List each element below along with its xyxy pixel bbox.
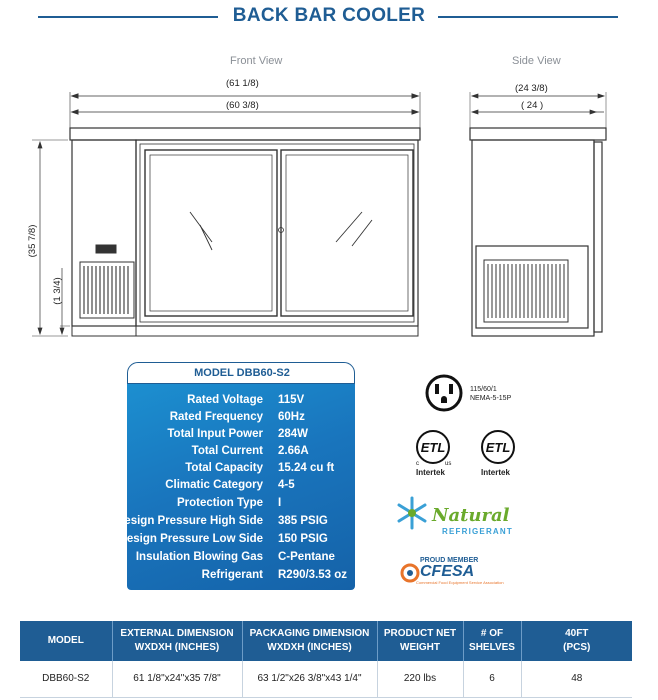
table-row: DBB60-S2 61 1/8"x24"x35 7/8" 63 1/2"x26 … <box>20 661 632 698</box>
spec-row-protection: Protection Type I <box>127 497 355 514</box>
col-header-text: PRODUCT NET <box>383 628 457 639</box>
dim-height: (35 7/8) <box>27 224 38 258</box>
spec-row-input-power: Total Input Power 284W <box>127 428 355 445</box>
spec-label: Total Current <box>191 445 263 457</box>
cell-40ft: 48 <box>521 661 632 698</box>
cell-shelves: 6 <box>463 661 522 698</box>
spec-row-voltage: Rated Voltage 115V <box>127 394 355 411</box>
spec-label: Total Capacity <box>185 462 263 474</box>
spec-row-pressure-low: Design Pressure Low Side 150 PSIG <box>119 533 355 550</box>
cell-model: DBB60-S2 <box>20 661 113 698</box>
col-header-subtext: (PCS) <box>563 642 591 653</box>
spec-row-capacity: Total Capacity 15.24 cu ft <box>127 462 355 479</box>
spec-value: 115V <box>278 394 305 406</box>
dim-base-height: (1 3/4) <box>52 277 63 305</box>
spec-row-current: Total Current 2.66A <box>127 445 355 462</box>
technical-drawings: Front View Side View <box>0 40 658 350</box>
snowflake-icon <box>397 496 427 530</box>
spec-label: Insulation Blowing Gas <box>135 551 263 563</box>
cfesa-proud-member: PROUD MEMBER <box>420 557 479 564</box>
plug-rating: 115/60/1 <box>470 386 497 393</box>
spec-value: 4-5 <box>278 479 295 491</box>
spec-label: Rated Voltage <box>187 394 263 406</box>
intertek-label: Intertek <box>416 468 445 477</box>
front-view-label: Front View <box>230 55 283 67</box>
etl-mark-text-2: ETL <box>486 440 511 455</box>
col-header-text: # OF <box>480 628 504 639</box>
spec-header: MODEL DBB60-S2 <box>127 362 355 384</box>
cfesa-subtitle: Commercial Food Equipment Service Associ… <box>416 580 504 585</box>
col-header-40ft: 40FT (PCS) <box>521 621 632 661</box>
spec-value: 2.66A <box>278 445 309 457</box>
drawing-svg <box>32 92 607 337</box>
dim-overall-width: (61 1/8) <box>226 78 259 89</box>
title-rule-right <box>438 16 618 18</box>
intertek-label-2: Intertek <box>481 468 510 477</box>
spec-label: Climatic Category <box>165 479 263 491</box>
spec-label: Design Pressure Low Side <box>118 533 263 545</box>
spec-value: I <box>278 497 282 509</box>
etl-mark-icon: ETL c us <box>416 430 451 466</box>
spec-row-refrigerant: Refrigerant R290/3.53 oz <box>127 569 355 586</box>
title-rule-left <box>38 16 218 18</box>
spec-value: 15.24 cu ft <box>278 462 335 474</box>
cell-packaging-dimension: 63 1/2"x26 3/8"x43 1/4" <box>242 661 378 698</box>
spec-value: 385 PSIG <box>278 515 328 527</box>
dim-side-overall: (24 3/8) <box>515 83 548 94</box>
spec-body: Rated Voltage 115V Rated Frequency 60Hz … <box>116 384 355 590</box>
title-row: BACK BAR COOLER <box>0 0 658 34</box>
col-header-shelves: # OF SHELVES <box>463 621 522 661</box>
summary-table: MODEL EXTERNAL DIMENSION WXDXH (INCHES) … <box>20 621 632 698</box>
spec-header-text: MODEL DBB60-S2 <box>194 367 290 379</box>
spec-value: R290/3.53 oz <box>278 569 348 581</box>
spec-row-frequency: Rated Frequency 60Hz <box>127 411 355 428</box>
dim-side-body: ( 24 ) <box>521 100 544 111</box>
col-header-model: MODEL <box>20 621 113 661</box>
col-header-packaging-dimension: PACKAGING DIMENSION WXDXH (INCHES) <box>242 621 378 661</box>
spec-row-pressure-high: Design Pressure High Side 385 PSIG <box>116 515 355 532</box>
col-header-subtext: SHELVES <box>469 642 515 653</box>
spec-value: 284W <box>278 428 309 440</box>
spec-value: 60Hz <box>278 411 305 423</box>
page-title: BACK BAR COOLER <box>232 5 426 26</box>
cell-net-weight: 220 lbs <box>377 661 464 698</box>
col-header-text: PACKAGING DIMENSION <box>249 628 370 639</box>
col-header-external-dimension: EXTERNAL DIMENSION WXDXH (INCHES) <box>112 621 243 661</box>
col-header-text: EXTERNAL DIMENSION <box>120 628 234 639</box>
col-header-net-weight: PRODUCT NET WEIGHT <box>377 621 464 661</box>
etl-c-text: c <box>416 461 419 466</box>
spec-label: Design Pressure High Side <box>116 515 263 527</box>
table-header-row: MODEL EXTERNAL DIMENSION WXDXH (INCHES) … <box>20 621 632 661</box>
nema-plug-icon <box>425 374 463 412</box>
side-view-label: Side View <box>512 55 561 67</box>
col-header-subtext: WEIGHT <box>400 642 440 653</box>
col-header-text: 40FT <box>565 628 589 639</box>
spec-label: Protection Type <box>176 497 263 509</box>
col-header-subtext: WXDXH (INCHES) <box>267 642 352 653</box>
spec-value: C-Pentane <box>278 551 335 563</box>
etl-us-text: us <box>445 461 451 466</box>
cfesa-logo-icon <box>400 563 420 583</box>
certification-badges: 115/60/1 NEMA-5-15P ETL c us Intertek ET… <box>380 365 580 595</box>
spec-row-climatic: Climatic Category 4-5 <box>127 479 355 496</box>
dim-body-width: (60 3/8) <box>226 100 259 111</box>
spec-label: Total Input Power <box>167 428 263 440</box>
spec-value: 150 PSIG <box>278 533 328 545</box>
spec-row-blowing-gas: Insulation Blowing Gas C-Pentane <box>127 551 355 568</box>
cell-external-dimension: 61 1/8"x24"x35 7/8" <box>112 661 243 698</box>
spec-label: Refrigerant <box>201 569 263 581</box>
cfesa-name: CFESA <box>420 563 475 580</box>
col-header-subtext: WXDXH (INCHES) <box>134 642 220 653</box>
col-header-text: MODEL <box>47 635 84 646</box>
etl-mark-text: ETL <box>421 440 446 455</box>
spec-label: Rated Frequency <box>169 411 263 423</box>
etl-mark-icon-2: ETL <box>481 430 515 464</box>
natural-refrigerant-title: Natural <box>432 505 510 526</box>
natural-refrigerant-subtitle: REFRIGERANT <box>442 527 513 536</box>
plug-type: NEMA-5-15P <box>470 395 512 402</box>
spec-panel: MODEL DBB60-S2 Rated Voltage 115V Rated … <box>116 362 355 590</box>
